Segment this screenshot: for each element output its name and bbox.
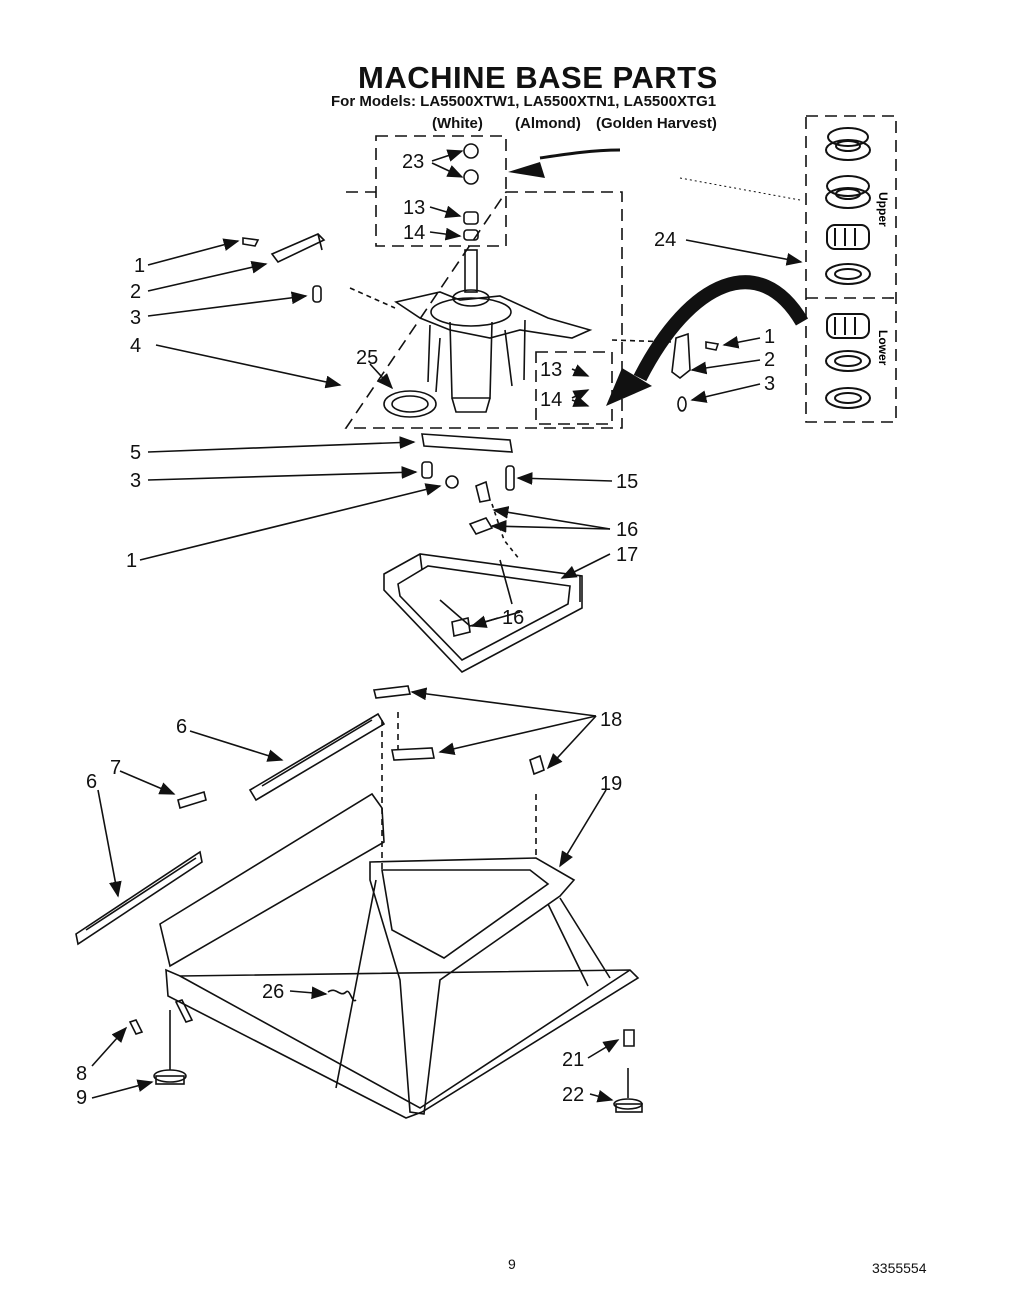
callout-3-right: 3 bbox=[764, 373, 775, 395]
callout-2-upper-left: 2 bbox=[130, 281, 141, 303]
callout-5: 5 bbox=[130, 442, 141, 464]
callout-16-lower: 16 bbox=[502, 607, 524, 629]
base-assembly-box bbox=[344, 191, 623, 429]
color-almond-label: (Almond) bbox=[515, 115, 581, 132]
bearing-inset-parts bbox=[825, 127, 871, 409]
curved-arrows bbox=[508, 148, 809, 406]
callout-15: 15 bbox=[616, 471, 638, 493]
callout-25: 25 bbox=[356, 347, 378, 369]
callout-14-upper: 14 bbox=[403, 222, 425, 244]
small-bearing-box bbox=[535, 351, 613, 425]
callout-7: 7 bbox=[110, 757, 121, 779]
suspension-frame-drawing bbox=[383, 503, 583, 673]
callout-6-lower: 6 bbox=[86, 771, 97, 793]
callout-26: 26 bbox=[262, 981, 284, 1003]
callout-13-lower: 13 bbox=[540, 359, 562, 381]
color-golden-harvest-label: (Golden Harvest) bbox=[596, 115, 717, 132]
page-number: 9 bbox=[508, 1256, 516, 1272]
page-title: MACHINE BASE PARTS bbox=[358, 60, 718, 95]
bearing-inset-box bbox=[805, 115, 897, 423]
model-list: For Models: LA5500XTW1, LA5500XTN1, LA55… bbox=[331, 93, 717, 110]
leader-lines bbox=[91, 149, 803, 1103]
callout-1-middle: 1 bbox=[126, 550, 137, 572]
transmission-mount-drawing bbox=[383, 143, 593, 418]
callout-17: 17 bbox=[616, 544, 638, 566]
callout-labels: 23 13 14 24 1 2 3 4 25 13 14 1 2 3 5 3 1… bbox=[76, 151, 775, 1109]
callout-1-upper-left: 1 bbox=[134, 255, 145, 277]
callout-3-middle: 3 bbox=[130, 470, 141, 492]
dashed-group-boxes bbox=[344, 115, 897, 429]
callout-19: 19 bbox=[600, 773, 622, 795]
callout-23: 23 bbox=[402, 151, 424, 173]
upper-label: Upper bbox=[876, 192, 890, 227]
callout-2-right: 2 bbox=[764, 349, 775, 371]
color-white-label: (White) bbox=[432, 115, 483, 132]
callout-18: 18 bbox=[600, 709, 622, 731]
callout-24: 24 bbox=[654, 229, 676, 251]
callout-4: 4 bbox=[130, 335, 141, 357]
callout-9: 9 bbox=[76, 1087, 87, 1109]
top-bearing-box bbox=[375, 135, 507, 247]
callout-14-lower: 14 bbox=[540, 389, 562, 411]
callout-21: 21 bbox=[562, 1049, 584, 1071]
callout-8: 8 bbox=[76, 1063, 87, 1085]
machine-base-drawing bbox=[75, 685, 643, 1119]
bracket-parts bbox=[242, 233, 720, 412]
lower-label: Lower bbox=[876, 330, 890, 366]
middle-small-parts bbox=[421, 433, 515, 637]
callout-22: 22 bbox=[562, 1084, 584, 1106]
callout-3-upper-left: 3 bbox=[130, 307, 141, 329]
callout-1-right: 1 bbox=[764, 326, 775, 348]
callout-13-upper: 13 bbox=[403, 197, 425, 219]
callout-16-upper: 16 bbox=[616, 519, 638, 541]
document-number: 3355554 bbox=[872, 1260, 927, 1276]
callout-6-upper: 6 bbox=[176, 716, 187, 738]
